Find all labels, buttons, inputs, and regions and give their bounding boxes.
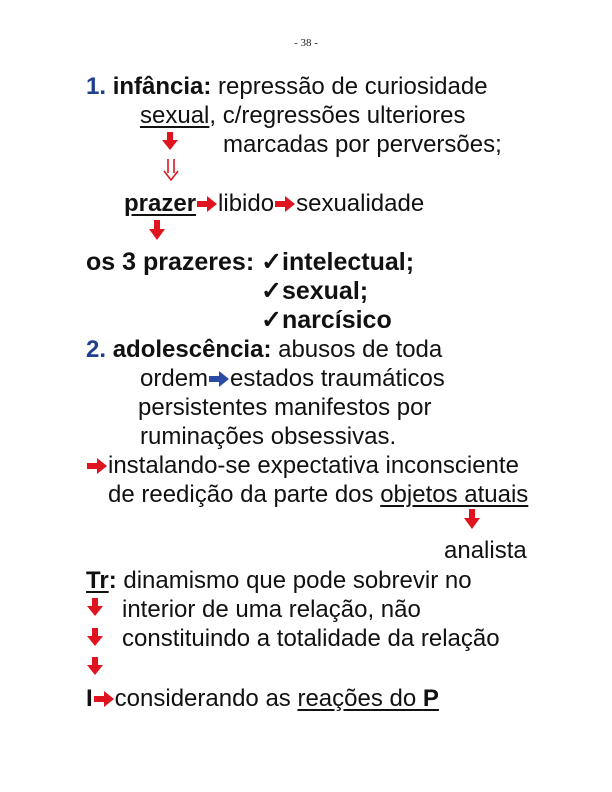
section-2-ordem: ordem — [140, 365, 209, 392]
section-1-title: infância: — [112, 73, 212, 100]
page-number: - 38 - — [294, 37, 318, 49]
section-2-title: adolescência: — [112, 336, 272, 363]
arrow-down-icon — [149, 220, 165, 240]
double-arrow-down-icon — [163, 159, 179, 182]
pleasures-line-3: ✓narcísico — [261, 306, 392, 334]
section-1-text: repressão de curiosidade — [211, 73, 488, 100]
flow-libido: libido — [218, 190, 275, 217]
pleasures-label: os 3 prazeres: — [86, 248, 255, 276]
i-label: I — [86, 685, 93, 712]
section-2-line-1: 2. adolescência: abusos de toda — [86, 336, 442, 364]
arrow-down-icon — [87, 657, 103, 675]
arrow-right-icon — [197, 196, 218, 212]
section-2-line-2: ordem estados traumáticos — [140, 365, 445, 393]
section-1-line-2: sexual, c/regressões ulteriores — [140, 102, 465, 130]
section-2-line-4: ruminações obsessivas. — [140, 423, 397, 450]
tr-label: Tr — [86, 567, 109, 594]
check-icon: ✓ — [261, 277, 282, 305]
arrow-right-icon — [275, 196, 296, 212]
section-2-line-6-text: de reedição da parte dos — [108, 481, 381, 508]
section-2-estados: estados traumáticos — [230, 365, 445, 392]
arrow-right-icon — [209, 371, 230, 387]
check-icon: ✓ — [261, 306, 282, 334]
underlined-sexual: sexual — [140, 102, 210, 129]
section-1-number: 1. — [86, 73, 107, 100]
section-1-line-2-text: , c/regressões ulteriores — [209, 102, 466, 129]
tr-line-2: interior de uma relação, não — [122, 596, 421, 623]
section-2-line-5-text: instalando-se expectativa inconsciente — [108, 452, 519, 479]
pleasures-line-1: os 3 prazeres: ✓intelectual; — [86, 248, 414, 276]
arrow-right-icon — [87, 458, 107, 474]
flow-line: prazer libido sexualidade — [124, 190, 424, 218]
arrow-right-icon — [93, 691, 114, 707]
section-2-line-6: de reedição da parte dos objetos atuais — [108, 481, 528, 509]
pleasures-line-2: ✓sexual; — [261, 277, 368, 305]
arrow-down-icon — [87, 628, 103, 646]
tr-line-1: Tr: dinamismo que pode sobrevir no — [86, 567, 472, 595]
p-label: P — [422, 685, 439, 712]
section-2-number: 2. — [86, 336, 107, 363]
section-2-line-3: persistentes manifestos por — [138, 394, 432, 421]
tr-line-4-text: considerando as — [114, 685, 298, 712]
reacoes-text: reações do — [297, 685, 423, 712]
section-1-line-1: 1. infância: repressão de curiosidade — [86, 73, 488, 101]
pleasure-sexual: sexual; — [281, 277, 369, 305]
check-icon: ✓ — [261, 248, 283, 276]
tr-colon: : — [108, 567, 117, 594]
tr-line-1-text: dinamismo que pode sobrevir no — [116, 567, 472, 594]
arrow-down-icon — [162, 132, 178, 150]
section-2-text: abusos de toda — [271, 336, 443, 363]
tr-line-3: constituindo a totalidade da relação — [122, 625, 500, 652]
section-1-line-3: marcadas por perversões; — [223, 131, 502, 158]
section-2-line-5: instalando-se expectativa inconsciente — [86, 452, 519, 480]
arrow-down-icon — [87, 598, 103, 616]
pleasure-intellectual: intelectual; — [282, 248, 415, 276]
flow-sexualidade: sexualidade — [296, 190, 425, 217]
pleasure-narcissistic: narcísico — [281, 306, 392, 334]
underlined-objetos-atuais: objetos atuais — [380, 481, 529, 508]
analista-label: analista — [444, 537, 527, 564]
underlined-reacoes: reações do P — [297, 685, 438, 712]
flow-prazer: prazer — [124, 190, 197, 217]
arrow-down-icon — [464, 509, 480, 529]
